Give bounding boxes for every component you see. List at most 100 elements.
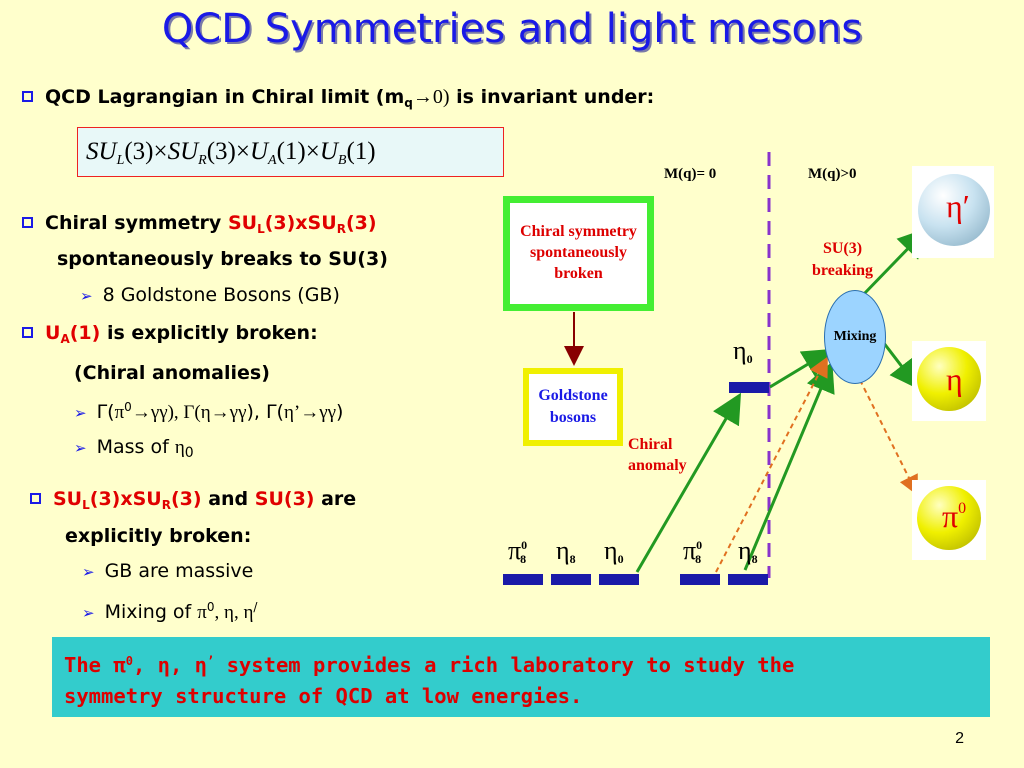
box-line: Chiral symmetry bbox=[520, 223, 637, 240]
pi0-ball bbox=[917, 486, 981, 550]
eq-part: (3)× bbox=[206, 138, 250, 165]
eq-part: SU bbox=[167, 138, 199, 165]
subscript: 0 bbox=[184, 445, 194, 461]
eta0-level-bar bbox=[729, 382, 769, 393]
superscript: 0 bbox=[696, 538, 703, 552]
superscript: 0 bbox=[125, 654, 133, 668]
bullet-explicitly-broken: SUL(3)xSUR(3) and SU(3) are explicitly b… bbox=[30, 484, 356, 629]
arrow-zero: →0) bbox=[412, 86, 450, 108]
red-text: (3) bbox=[171, 488, 202, 510]
eta-prime-ball bbox=[918, 174, 990, 246]
subscript: A bbox=[60, 332, 70, 346]
superscript: 0 bbox=[521, 538, 528, 552]
sub-bullet-text: ) bbox=[336, 401, 344, 423]
sub-bullet-text: 8 Goldstone Bosons (GB) bbox=[102, 284, 340, 306]
bullet-text: is invariant under: bbox=[449, 86, 655, 108]
arrow-bullet-icon: ➢ bbox=[74, 404, 87, 422]
slide-title: QCD Symmetries and light mesons bbox=[161, 6, 863, 52]
pi0-arrow bbox=[859, 379, 918, 496]
bullet-text: is explicitly broken: bbox=[100, 322, 318, 344]
eq-part: (1) bbox=[346, 138, 376, 165]
label-line: Chiral bbox=[628, 436, 673, 453]
subscript: R bbox=[161, 498, 171, 512]
eta-symbols: , η, η bbox=[214, 602, 254, 623]
chiral-anomaly-label: Chiral anomaly bbox=[628, 434, 687, 476]
pi-symbol: π bbox=[197, 602, 207, 623]
summary-box: The π0, η, η’ system provides a rich lab… bbox=[52, 637, 990, 717]
bullet-ua-broken: UA(1) is explicitly broken: (Chiral anom… bbox=[22, 316, 343, 470]
eq-sub: R bbox=[198, 153, 207, 168]
arrow-bullet-icon: ➢ bbox=[80, 287, 93, 305]
checkbox-bullet-icon bbox=[30, 493, 41, 504]
eta-arrow bbox=[878, 337, 920, 390]
superscript: / bbox=[253, 600, 258, 614]
subscript: 8 bbox=[520, 552, 527, 566]
eta8-mixing-arrow bbox=[743, 361, 835, 571]
bullet-text: Chiral symmetry bbox=[45, 212, 228, 234]
sub-bullet-text: GB are massive bbox=[104, 560, 254, 582]
eq-part: U bbox=[249, 138, 269, 165]
subscript: R bbox=[336, 222, 346, 236]
level-eta0-label: η0 bbox=[604, 536, 624, 567]
level-eta0-bar bbox=[599, 574, 639, 585]
summary-text: system provides a rich laboratory to stu… bbox=[214, 653, 795, 677]
subscript: q bbox=[404, 96, 413, 110]
bullet-text: (Chiral anomalies) bbox=[74, 362, 270, 384]
label-line: SU(3) bbox=[822, 240, 863, 257]
sub-bullet-text: Mixing of bbox=[104, 601, 198, 623]
red-text: U bbox=[45, 322, 61, 344]
superscript: 0 bbox=[206, 600, 215, 614]
subscript: 8 bbox=[751, 552, 758, 566]
checkbox-bullet-icon bbox=[22, 91, 33, 102]
bullet-lagrangian: QCD Lagrangian in Chiral limit (mq→0) is… bbox=[22, 86, 654, 110]
level-pi8-mixed-label: π08 bbox=[683, 536, 703, 567]
red-text: (3)xSU bbox=[264, 212, 337, 234]
subscript: 0 bbox=[746, 352, 753, 366]
symbol: η bbox=[738, 536, 752, 565]
arrow-bullet-icon: ➢ bbox=[74, 439, 87, 457]
box-line: spontaneously bbox=[530, 244, 627, 261]
checkbox-bullet-icon bbox=[22, 217, 33, 228]
red-text: (1) bbox=[69, 322, 101, 344]
box-line: Goldstone bbox=[538, 387, 608, 404]
ball-label: η bbox=[946, 361, 963, 397]
summary-text: , η, η bbox=[132, 653, 208, 677]
sub-bullet-text: →γγ), Γ( bbox=[131, 402, 201, 423]
arrow-bullet-icon: ➢ bbox=[82, 563, 95, 581]
eq-sub: B bbox=[337, 153, 347, 168]
superscript: 0 bbox=[958, 500, 967, 517]
eq-sub: A bbox=[268, 153, 277, 168]
symbol: π bbox=[942, 498, 959, 534]
red-text: (3) bbox=[345, 212, 377, 234]
bullet-text: and bbox=[201, 488, 255, 510]
eq-part: (1)× bbox=[276, 138, 320, 165]
red-text: SU(3) bbox=[254, 488, 315, 510]
level-pi8-mixed-bar bbox=[680, 574, 720, 585]
eta0-level-label: η0 bbox=[733, 336, 753, 367]
bullet-chiral-symmetry: Chiral symmetry SUL(3)xSUR(3) spontaneou… bbox=[22, 208, 388, 311]
sub-bullet-text: ), Γ( bbox=[246, 401, 284, 423]
subscript: L bbox=[82, 498, 90, 512]
level-pi8-label: π08 bbox=[508, 536, 528, 567]
eta-prime-decay: η’→γγ bbox=[283, 402, 337, 423]
eq-part: SU bbox=[86, 138, 117, 165]
page-number: 2 bbox=[955, 730, 964, 747]
bullet-text: QCD Lagrangian in Chiral limit (m bbox=[45, 86, 405, 108]
symmetry-equation: SUL(3)×SUR(3)×UA(1)×UB(1) bbox=[77, 127, 504, 177]
superscript: ’ bbox=[207, 654, 215, 668]
eq-part: U bbox=[319, 138, 338, 165]
eta-prime-ball-frame: η′ bbox=[912, 166, 994, 258]
subscript: 8 bbox=[569, 552, 576, 566]
label-line: anomaly bbox=[628, 457, 687, 474]
pi8-mixing-arrow bbox=[715, 356, 828, 573]
pi-symbol: π bbox=[114, 402, 125, 423]
goldstone-bosons-box: Goldstone bosons bbox=[523, 368, 623, 446]
box-line: broken bbox=[554, 265, 603, 282]
sub-bullet-text: Mass of bbox=[96, 436, 175, 458]
eta-ball bbox=[917, 347, 981, 411]
ball-label: π0 bbox=[942, 498, 966, 535]
symbol: π bbox=[508, 536, 522, 565]
level-eta8-mixed-bar bbox=[728, 574, 768, 585]
sub-bullet-text: Γ( bbox=[96, 401, 115, 423]
